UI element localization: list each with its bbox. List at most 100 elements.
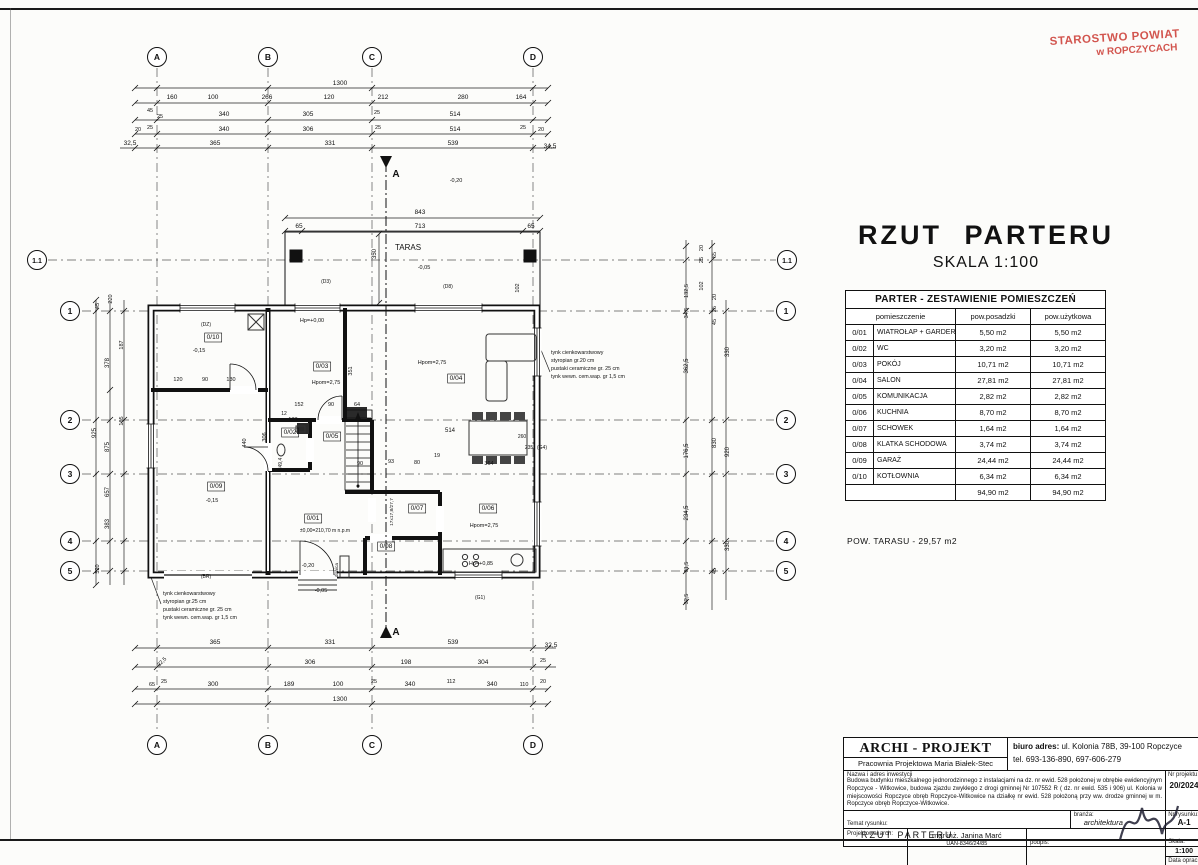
branch-value: architektura [1083,818,1123,827]
sheet-frame-left [10,8,11,841]
room-label-box [377,541,396,552]
plan-label: (DZ) [201,322,211,328]
axis-bubble [523,47,543,67]
plan-label: ±0,00=210,70 m n.p.m [300,528,350,534]
plan-label: styropian gr.20 cm [551,358,595,364]
plan-label: 90 [328,402,334,408]
plan-label: -0,15 [193,348,206,354]
kitchen-sink [510,553,524,567]
plan-label: 280 [458,94,469,101]
boiler [247,313,265,331]
plan-label: 20 [540,679,546,685]
plan-label: 160 [167,94,178,101]
chimney-block [297,423,309,434]
axis-bubble [776,561,796,581]
drawing-number-cell: Nr rysunku: A-1 [1166,811,1198,828]
plan-label: 64 [354,402,360,408]
room-label-box [204,332,223,343]
plan-label: 25 [157,114,163,120]
plan-label: 875 [105,441,111,452]
plan-label: (D8) [443,284,453,290]
plan-label: 340 [219,126,230,133]
room-label-box [304,513,323,524]
axis-bubble [60,531,80,551]
plan-label: 1300 [333,80,348,87]
axis-bubble-label: 1 [68,306,73,316]
plan-label: 45 [712,319,718,325]
plan-label: 130 [226,377,235,383]
plan-label: 300 [208,681,219,688]
designer-cell: mgr inż. Janina Marć UAN-8346/24/85 [908,829,1027,865]
room-label-box [408,503,427,514]
branch-label: branża: [1073,812,1094,818]
plan-label: 0/01 [307,515,320,522]
plan-label: 830 [712,437,718,448]
plan-label: 176,5 [684,443,690,459]
office-cell: biuro adres: ul. Kolonia 78B, 39-100 Rop… [1008,738,1198,770]
dimension-lines [95,87,727,705]
hob-burner [461,560,469,568]
section-line-a [380,156,392,638]
axis-bubble-label: B [265,52,271,62]
plan-label: 362,5 [684,358,690,374]
plan-label: 330 [725,346,731,357]
hob-burner [472,560,480,568]
company-name: ARCHI - PROJEKT [859,741,992,756]
planter [339,555,350,579]
terrace-area-note: POW. TARASU - 29,57 m2 [847,536,958,546]
axis-bubble-label: C [369,740,375,750]
axis-bubble-label: 5 [68,566,73,576]
plan-label: 235 [525,445,534,451]
plan-label: 260 [518,434,527,440]
plan-label: 539 [448,140,459,147]
plan-label: TARAS [395,243,421,252]
sheet-frame-bottom [0,839,1198,841]
axis-bubble [60,301,80,321]
plan-label: 45 [95,303,101,309]
plan-label: 920 [725,446,731,457]
dimension-ticks [92,84,730,708]
axis-bubble-label: A [154,740,160,750]
plan-label: 304 [478,659,489,666]
axis-grid-lines [48,68,776,733]
plan-label: 25 [540,658,546,664]
stairs [344,409,373,491]
total-usable-area: 94,90 m2 [1029,484,1107,501]
project-number-label: Nr projektu: [1168,772,1198,778]
plan-label: 32,5 [545,642,558,649]
terrace [284,231,541,306]
plan-label: 306 [262,432,268,441]
plan-label: 120 [324,94,335,101]
plan-label: (G1) [475,595,485,601]
plan-label: 81,5 [684,562,690,573]
plan-label: -0,20 [450,178,463,184]
plan-label: 331 [325,639,336,646]
plan-label: 212 [378,94,389,101]
plan-label: 1300 [333,696,348,703]
kitchen-counter [442,548,537,573]
axis-bubble-label: C [369,52,375,62]
axis-bubble-label: 4 [784,536,789,546]
plan-label: Hpom=2,75 [470,523,499,529]
plan-label: 20 [712,294,718,300]
windows [146,303,542,580]
plan-label: styropian gr.25 cm [163,599,207,605]
plan-label: 90 [202,377,208,383]
plan-label: 112 [447,679,456,685]
plan-label: 306 [305,659,316,666]
plan-label: donica [334,563,340,577]
room-label-box [281,427,300,438]
axis-bubble [27,250,47,270]
plan-label: 340 [219,111,230,118]
official-stamp: STAROSTWO POWIAT w ROPCZYCACH [1049,28,1181,61]
designer-label: Projektował arch: [844,829,908,865]
office-address-label: biuro adres: [1013,742,1060,751]
plan-label: 12 [281,411,287,417]
plan-label: 331 [325,140,336,147]
sheet-frame-top [0,8,1198,10]
investment-label: Nazwa i adres inwestycji [847,772,913,778]
